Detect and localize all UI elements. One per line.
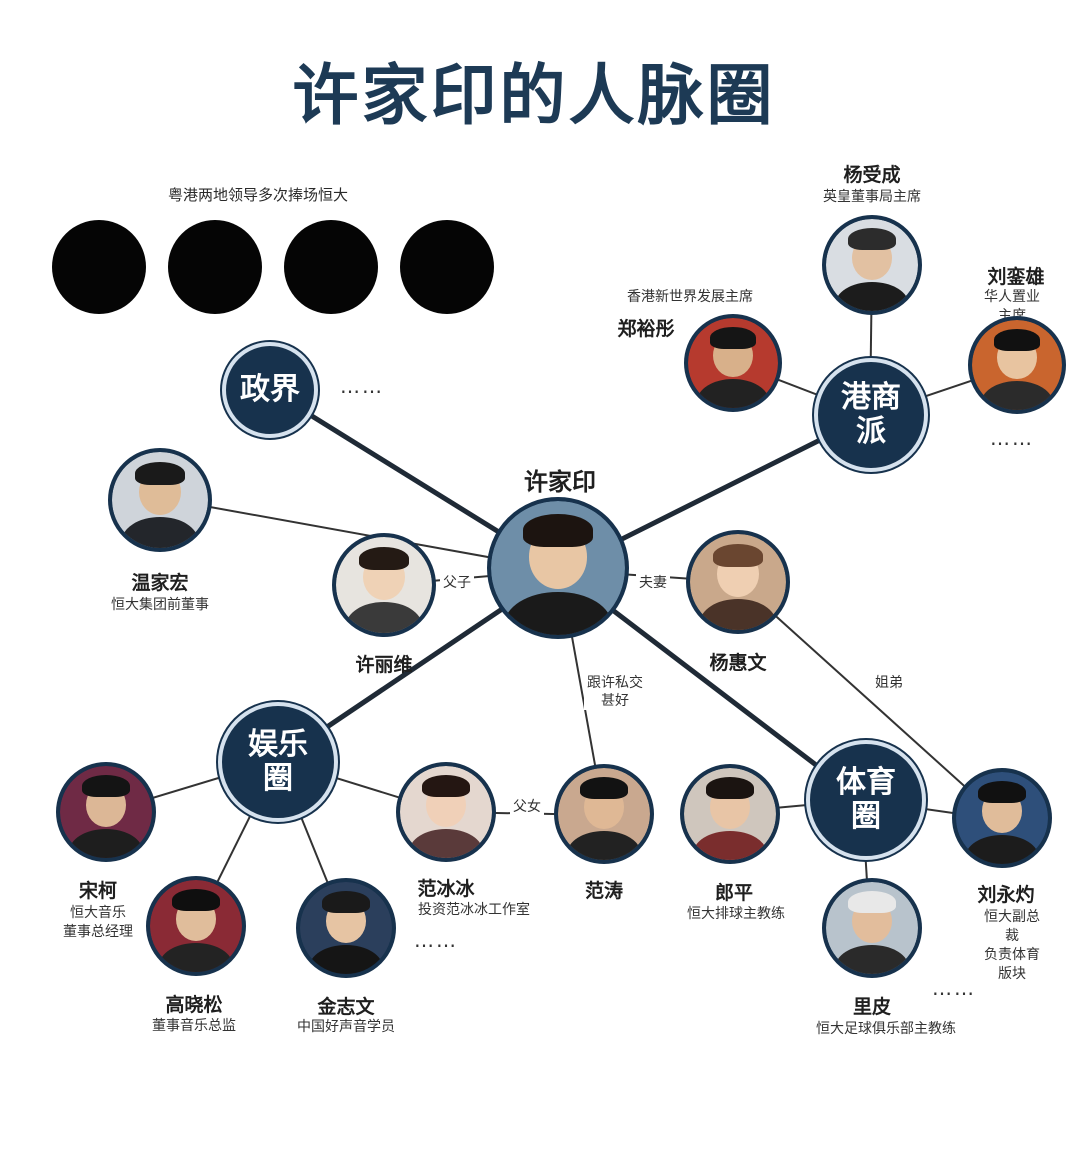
- father-son-label: 父子: [440, 574, 474, 593]
- former-chair-name: 温家宏: [131, 572, 189, 594]
- former-chair-avatar: [108, 448, 212, 552]
- xu-liwei-avatar: [332, 533, 436, 637]
- father-daughter-label: 父女: [510, 798, 544, 817]
- jin-zhiwen-avatar: [296, 878, 396, 978]
- page-title: 许家印的人脉圈: [292, 57, 776, 134]
- fan-tao-name: 范涛: [584, 880, 624, 902]
- friends-label: 跟许私交 甚好: [584, 674, 646, 711]
- sports-ellipsis: ……: [932, 976, 976, 1000]
- fan-bingbing-role: 投资范冰冰工作室: [418, 902, 530, 918]
- center-avatar: [487, 497, 629, 639]
- song-ke-role: 恒大音乐 董事总经理: [63, 905, 133, 940]
- redacted-avatar-4: [400, 220, 494, 314]
- yang-shoucheng-name: 杨受成: [843, 164, 901, 186]
- yang-shoucheng-avatar: [822, 215, 922, 315]
- hub-sports: 体育 圈: [806, 740, 926, 860]
- lang-ping-role: 恒大排球主教练: [687, 906, 785, 922]
- xu-liwei-name: 许丽维: [355, 654, 413, 676]
- song-ke-avatar: [56, 762, 156, 862]
- lippi-name: 里皮: [852, 996, 892, 1018]
- jin-zhiwen-role: 中国好声音学员: [297, 1019, 395, 1035]
- fan-tao-avatar: [554, 764, 654, 864]
- link-wife-liu: [737, 581, 1003, 821]
- zheng-yutong-avatar: [684, 314, 782, 412]
- gao-xiaosong-role: 董事音乐总监: [152, 1018, 236, 1034]
- hub-politics: 政界: [222, 342, 318, 438]
- spouse-label: 夫妻: [636, 574, 670, 593]
- liu-yongzhuo-role: 恒大副总裁 负责体育版块: [984, 909, 1040, 982]
- gao-xiaosong-name: 高晓松: [165, 994, 223, 1016]
- lang-ping-name: 郎平: [714, 882, 754, 904]
- zheng-yutong-role: 香港新世界发展主席: [627, 289, 753, 305]
- former-chair-role: 恒大集团前董事: [111, 597, 209, 613]
- gao-xiaosong-avatar: [146, 876, 246, 976]
- redacted-avatar-2: [168, 220, 262, 314]
- liu-yongzhuo-name: 刘永灼: [977, 884, 1035, 906]
- yang-huiwen-name: 杨惠文: [709, 652, 767, 674]
- zheng-yutong-name: 郑裕彤: [617, 318, 675, 340]
- lippi-role: 恒大足球俱乐部主教练: [816, 1021, 956, 1037]
- hub-entertainment: 娱乐 圈: [218, 702, 338, 822]
- redacted-avatar-3: [284, 220, 378, 314]
- fan-bingbing-name: 范冰冰: [417, 878, 475, 900]
- ent-ellipsis: ……: [414, 928, 458, 952]
- jin-zhiwen-name: 金志文: [317, 996, 375, 1018]
- song-ke-name: 宋柯: [78, 880, 118, 902]
- yang-huiwen-avatar: [686, 530, 790, 634]
- liu-luanxiong-name: 刘銮雄: [987, 266, 1045, 288]
- hk-leaders-note: 粤港两地领导多次捧场恒大: [168, 186, 349, 204]
- liu-yongzhuo-avatar: [952, 768, 1052, 868]
- siblings-label: 姐弟: [872, 674, 906, 693]
- redacted-avatar-1: [52, 220, 146, 314]
- lang-ping-avatar: [680, 764, 780, 864]
- center-name: 许家印: [524, 468, 596, 496]
- fan-bingbing-avatar: [396, 762, 496, 862]
- yang-shoucheng-role: 英皇董事局主席: [823, 189, 921, 205]
- hk-ellipsis: ……: [990, 426, 1034, 450]
- hub-hk-business: 港商 派: [814, 358, 928, 472]
- politics-ellipsis: ……: [340, 374, 384, 398]
- lippi-avatar: [822, 878, 922, 978]
- liu-luanxiong-avatar: [968, 316, 1066, 414]
